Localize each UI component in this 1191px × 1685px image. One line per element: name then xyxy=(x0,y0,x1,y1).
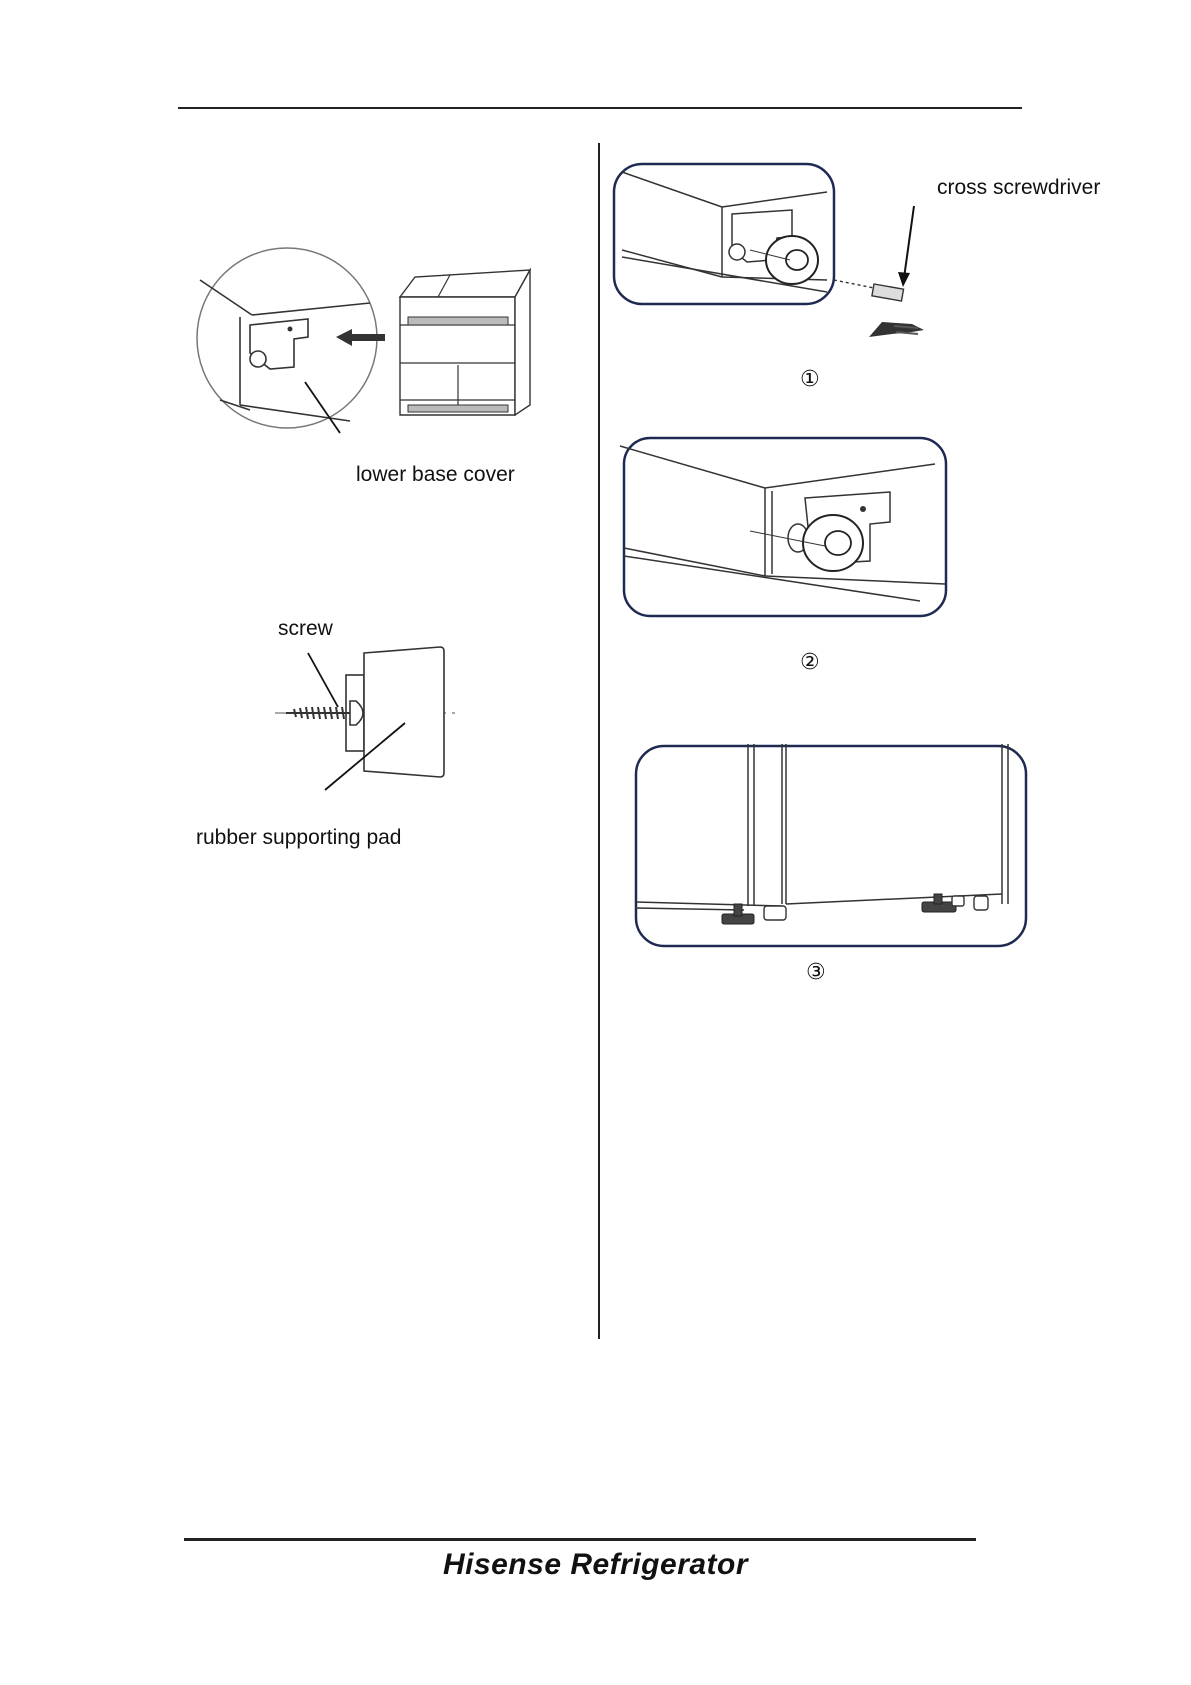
step-3-number: ③ xyxy=(806,960,826,985)
lower-base-cover-illustration xyxy=(190,255,580,455)
rubber-supporting-pad-label: rubber supporting pad xyxy=(196,826,401,850)
step-2-number: ② xyxy=(800,650,820,675)
footer-rule xyxy=(184,1538,976,1541)
column-divider xyxy=(598,143,600,1339)
cross-screwdriver-label: cross screwdriver xyxy=(937,176,1100,200)
header-rule xyxy=(178,107,1022,109)
lower-base-cover-label: lower base cover xyxy=(356,463,515,487)
brand-logo: Hisense Refrigerator xyxy=(0,1548,1191,1582)
step-2-illustration xyxy=(620,436,950,618)
step-1-illustration xyxy=(612,162,932,342)
step-1-number: ① xyxy=(800,367,820,392)
screw-label: screw xyxy=(278,617,333,641)
step-3-illustration xyxy=(634,744,1028,948)
screw-pad-illustration xyxy=(270,645,470,795)
